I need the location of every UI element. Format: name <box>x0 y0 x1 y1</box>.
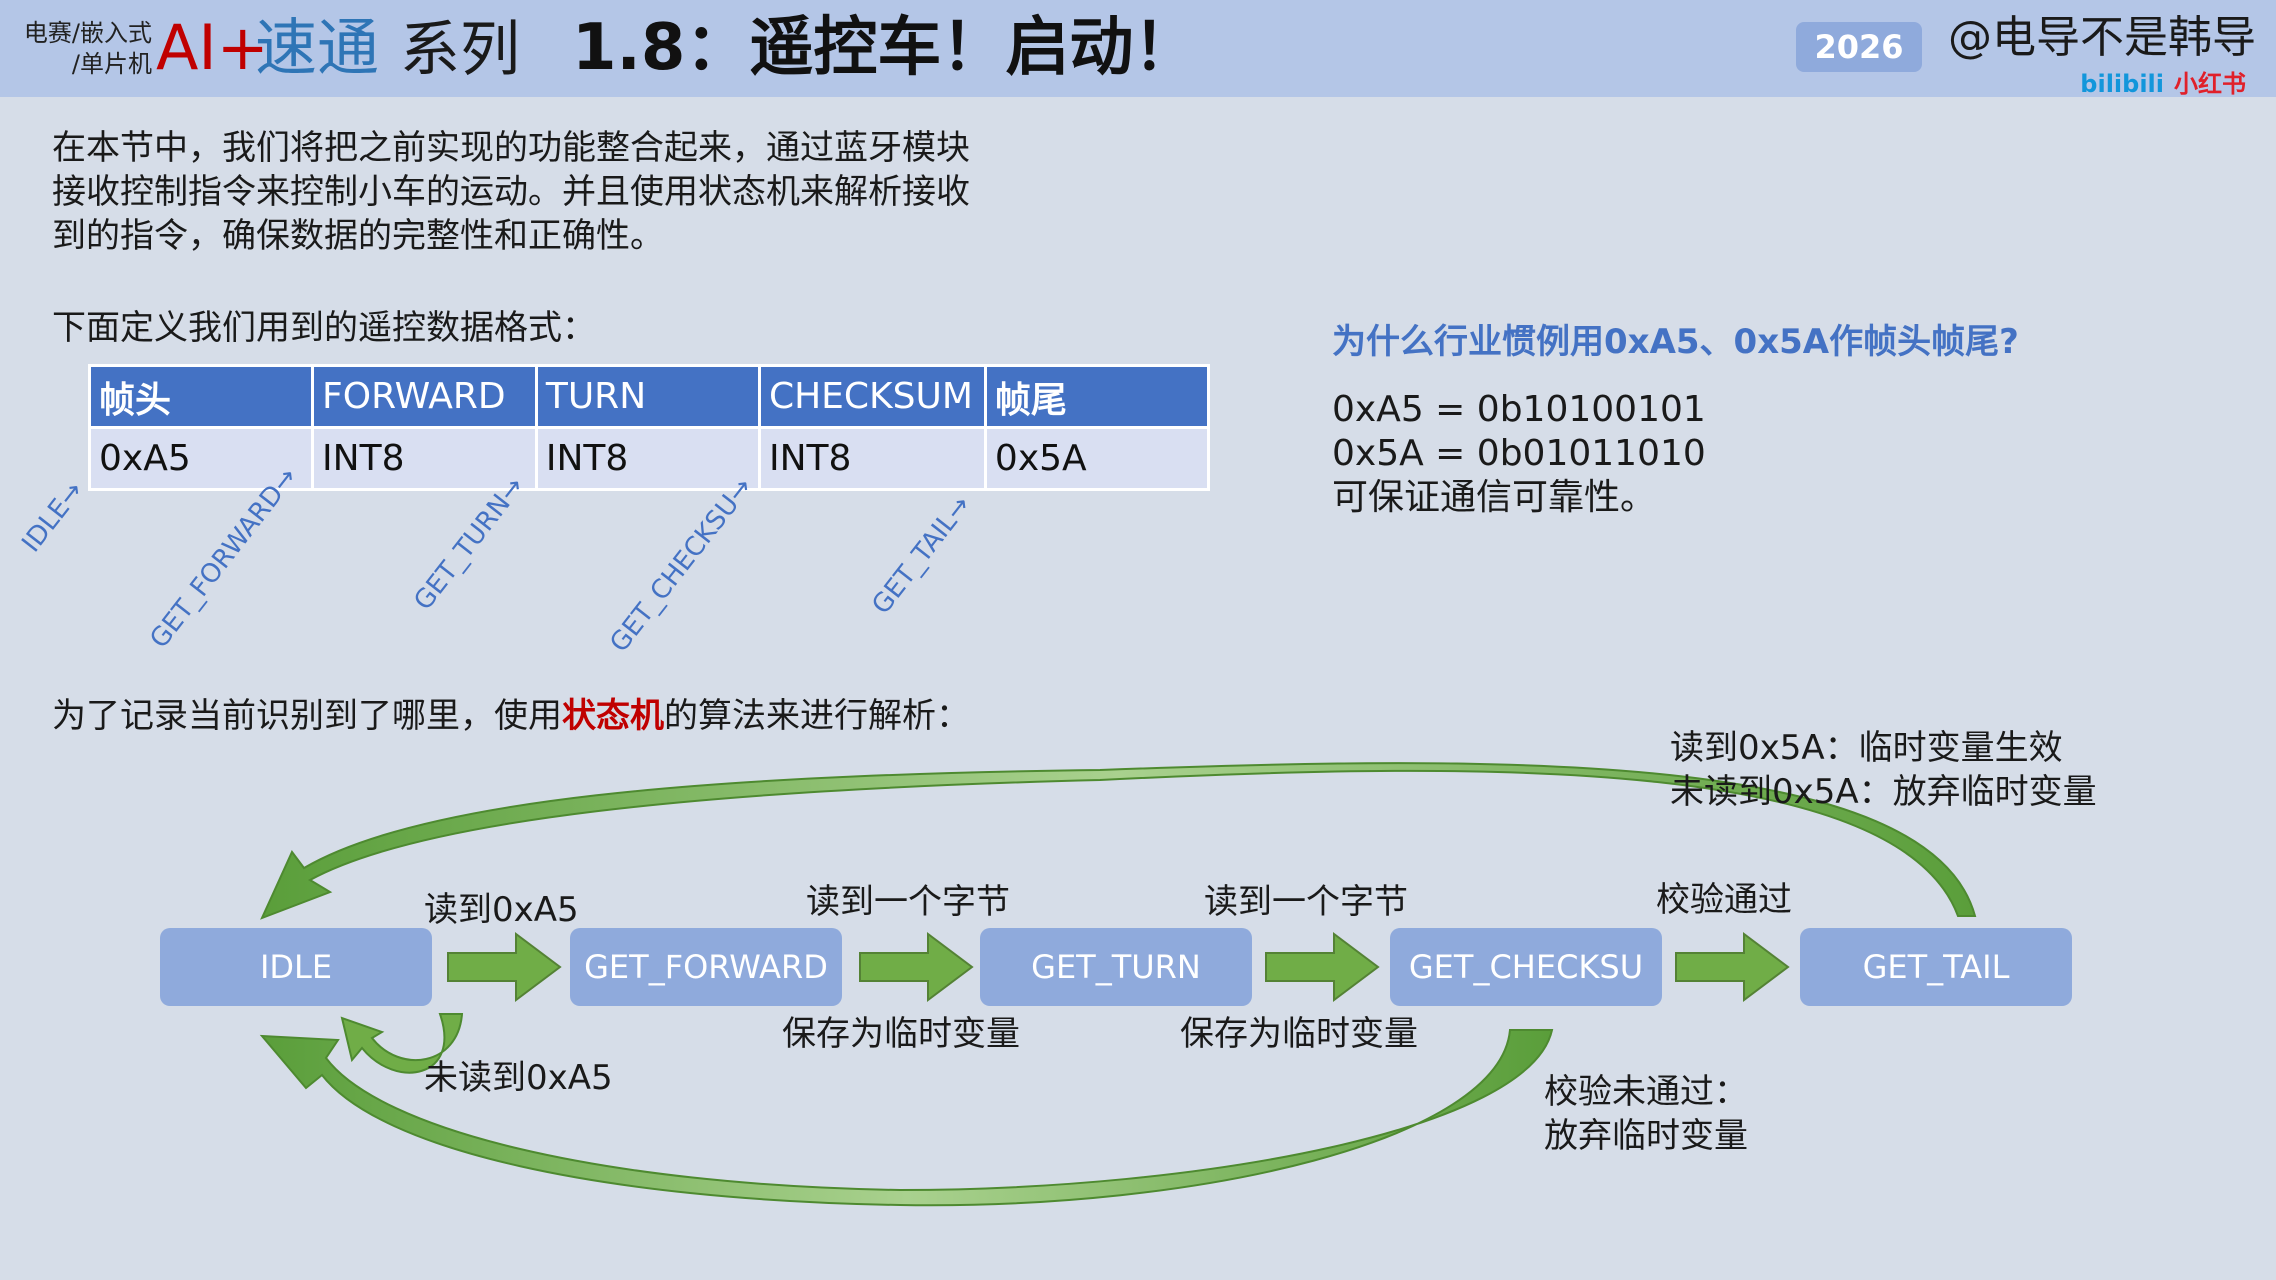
table-cell: INT8 <box>757 426 987 491</box>
label-tail-ok: 读到0x5A：临时变量生效 <box>1670 728 2063 768</box>
brand-sutong: 速通 <box>255 11 380 84</box>
header-cell-forward: FORWARD <box>311 364 538 429</box>
sm-title-post: 的算法来进行解析： <box>664 696 970 736</box>
label-save-temp-1: 保存为临时变量 <box>782 1014 1020 1054</box>
brand-subtitle-line1: 电赛/嵌入式 <box>23 19 152 47</box>
why-line: 0xA5 = 0b10100101 <box>1332 389 1706 430</box>
table-cell: INT8 <box>534 426 761 491</box>
label-checksum-fail-line2: 放弃临时变量 <box>1544 1116 1748 1156</box>
header-cell-turn: TURN <box>534 364 761 429</box>
brand-series: 系列 <box>400 15 520 85</box>
label-checksum-ok: 校验通过 <box>1656 880 1792 920</box>
arrow-checksum-fail-to-idle <box>259 1029 1554 1207</box>
xiaohongshu-tag: 小红书 <box>2174 70 2246 98</box>
table-row: 0xA5 INT8 INT8 INT8 0x5A <box>87 426 1211 491</box>
header-cell-frame-tail: 帧尾 <box>983 364 1211 429</box>
arrow-turn-to-checksum <box>1265 932 1380 1002</box>
arrow-idle-to-forward <box>447 932 562 1002</box>
state-box-get-turn: GET_TURN <box>980 928 1252 1006</box>
sm-title-pre: 为了记录当前识别到了哪里，使用 <box>52 696 562 736</box>
state-box-get-forward: GET_FORWARD <box>570 928 842 1006</box>
state-box-get-checksum: GET_CHECKSU <box>1390 928 1662 1006</box>
arrow-forward-to-turn <box>859 932 974 1002</box>
arrow-checksum-to-tail <box>1675 932 1790 1002</box>
state-machine-title: 为了记录当前识别到了哪里，使用状态机的算法来进行解析： <box>52 694 970 738</box>
label-checksum-fail: 校验未通过： 放弃临时变量 <box>1544 1070 1748 1158</box>
why-body: 0xA5 = 0b10100101 0x5A = 0b01011010 可保证通… <box>1332 388 1706 520</box>
title-bar: 电赛/嵌入式 /单片机 AI+ 速通 系列 1.8：遥控车！启动！ 2026 @… <box>0 0 2276 99</box>
state-box-idle: IDLE <box>160 928 432 1006</box>
platform-tags: bilibili 小红书 <box>2080 64 2246 99</box>
label-not-a5: 未读到0xA5 <box>424 1058 613 1098</box>
arrow-idle-self-loop <box>340 1013 464 1074</box>
label-read-byte-1: 读到一个字节 <box>806 882 1010 922</box>
intro-line: 在本节中，我们将把之前实现的功能整合起来，通过蓝牙模块 <box>52 128 970 168</box>
why-title: 为什么行业惯例用0xA5、0x5A作帧头帧尾? <box>1332 322 2019 362</box>
table-header-row: 帧头 FORWARD TURN CHECKSUM 帧尾 <box>87 364 1211 429</box>
table-cell: 0x5A <box>983 426 1211 491</box>
page-title: 1.8：遥控车！启动！ <box>572 11 1198 85</box>
label-checksum-fail-line1: 校验未通过： <box>1544 1072 1748 1112</box>
label-read-byte-2: 读到一个字节 <box>1204 882 1408 922</box>
intro-paragraph: 在本节中，我们将把之前实现的功能整合起来，通过蓝牙模块 接收控制指令来控制小车的… <box>52 126 1102 258</box>
format-title: 下面定义我们用到的遥控数据格式： <box>52 308 596 348</box>
author-handle: @电导不是韩导 <box>1948 12 2256 63</box>
why-line: 0x5A = 0b01011010 <box>1332 433 1706 474</box>
label-read-a5: 读到0xA5 <box>424 890 579 930</box>
state-box-get-tail: GET_TAIL <box>1800 928 2072 1006</box>
label-save-temp-2: 保存为临时变量 <box>1180 1014 1418 1054</box>
table-cell: INT8 <box>311 426 538 491</box>
data-format-table: 帧头 FORWARD TURN CHECKSUM 帧尾 0xA5 INT8 IN… <box>87 364 1211 491</box>
table-cell: 0xA5 <box>87 426 315 491</box>
header-cell-frame-head: 帧头 <box>87 364 315 429</box>
brand-ai: AI+ <box>156 11 269 84</box>
brand-subtitle-line2: /单片机 <box>71 50 152 78</box>
brand-subtitle: 电赛/嵌入式 /单片机 <box>20 18 152 80</box>
label-tail-result: 读到0x5A：临时变量生效 未读到0x5A：放弃临时变量 <box>1670 726 2097 814</box>
intro-line: 接收控制指令来控制小车的运动。并且使用状态机来解析接收 <box>52 172 970 212</box>
arrow-tail-to-idle <box>260 762 1977 920</box>
intro-line: 到的指令，确保数据的完整性和正确性。 <box>52 216 664 256</box>
why-line: 可保证通信可靠性。 <box>1332 477 1657 518</box>
sm-title-highlight: 状态机 <box>562 696 664 736</box>
year-badge: 2026 <box>1796 22 1922 72</box>
label-tail-fail: 未读到0x5A：放弃临时变量 <box>1670 772 2097 812</box>
bilibili-tag: bilibili <box>2080 70 2164 98</box>
header-cell-checksum: CHECKSUM <box>757 364 987 429</box>
